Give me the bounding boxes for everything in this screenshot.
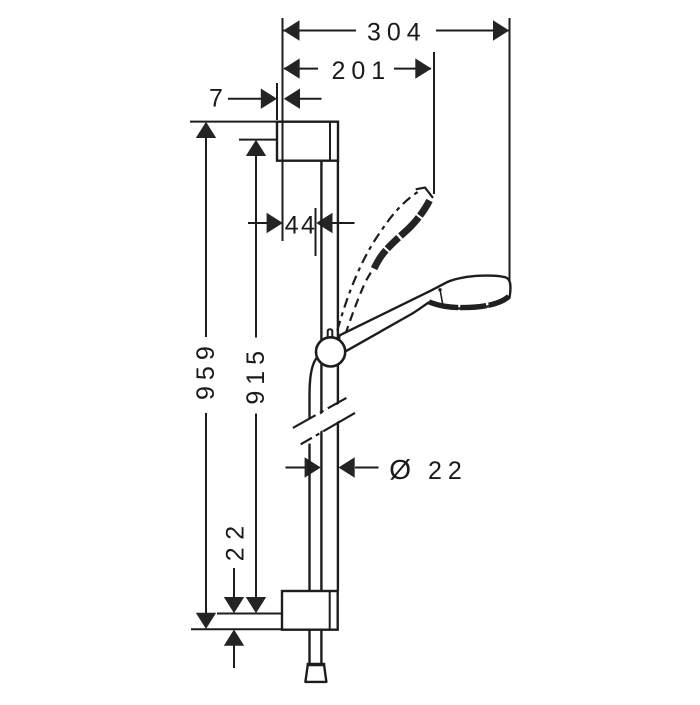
svg-text:44: 44 xyxy=(285,211,317,239)
svg-text:304: 304 xyxy=(367,19,427,47)
svg-text:7: 7 xyxy=(209,85,223,113)
svg-text:22: 22 xyxy=(221,518,249,561)
svg-text:959: 959 xyxy=(192,340,220,400)
svg-text:Ø 22: Ø 22 xyxy=(389,454,468,485)
svg-text:201: 201 xyxy=(332,57,392,85)
svg-text:915: 915 xyxy=(242,345,270,405)
